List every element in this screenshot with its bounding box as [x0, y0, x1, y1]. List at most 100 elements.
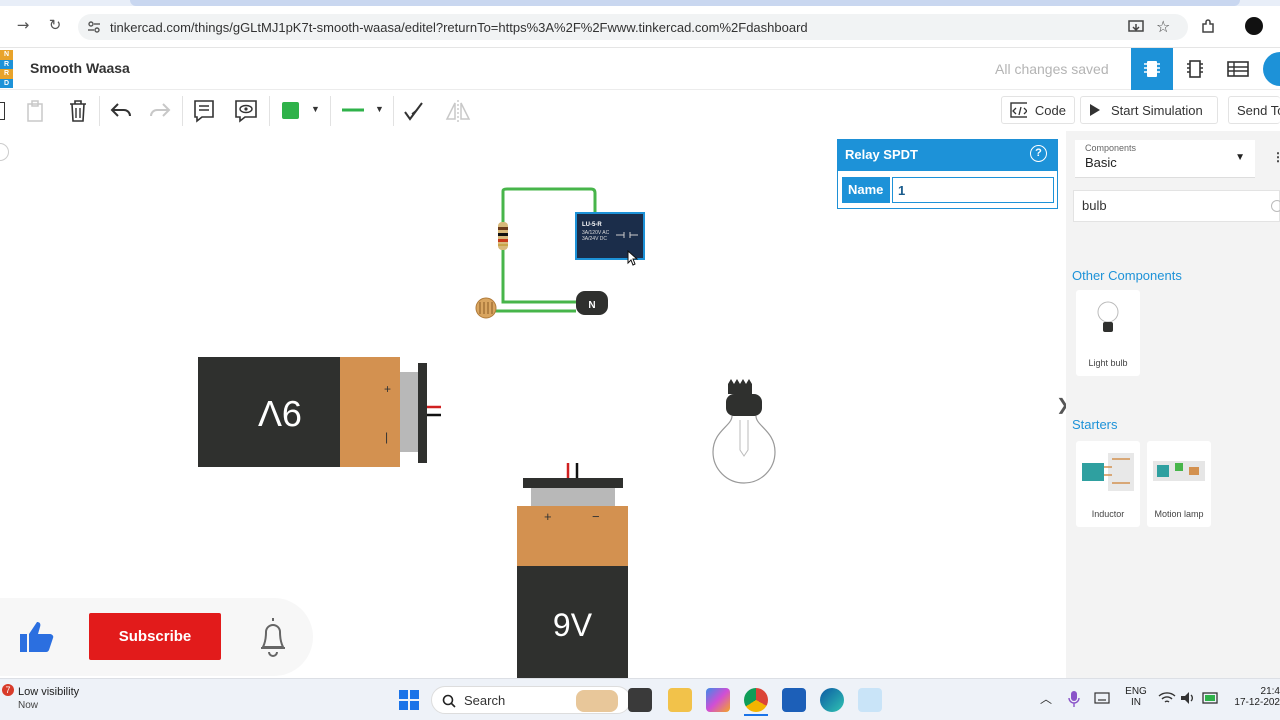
keyboard-icon[interactable] — [1094, 692, 1110, 704]
relay-model-text: LU-5-R — [582, 222, 602, 228]
bookmark-star-icon[interactable]: ☆ — [1156, 17, 1171, 36]
taskbar-search[interactable]: Search — [431, 686, 631, 714]
snipping-tool-icon[interactable] — [858, 688, 882, 712]
panel-menu-icon[interactable]: ⋮ — [1272, 150, 1280, 164]
tray-chevron-up-icon[interactable]: ︿ — [1040, 692, 1053, 706]
reload-icon[interactable]: ↻ — [48, 16, 62, 34]
wire-type-icon[interactable] — [341, 106, 365, 114]
chevron-down-icon[interactable]: ▼ — [375, 104, 384, 114]
language-code: ENG — [1125, 686, 1147, 697]
battery-leads — [566, 463, 579, 479]
terminal-icon[interactable] — [628, 688, 652, 712]
design-title[interactable]: Smooth Waasa — [30, 60, 130, 76]
components-dropdown[interactable]: Components Basic ▼ — [1075, 140, 1255, 178]
starter-card-label: Motion lamp — [1154, 509, 1204, 519]
address-bar[interactable]: tinkercad.com/things/gGLtMJ1pK7t-smooth-… — [78, 14, 1188, 40]
language-indicator[interactable]: ENG IN — [1124, 686, 1148, 708]
starter-card-motion-lamp[interactable]: Motion lamp — [1147, 441, 1211, 527]
start-simulation-label: Start Simulation — [1111, 102, 1203, 118]
wire-color-swatch[interactable] — [282, 102, 299, 119]
photoresistor[interactable] — [475, 297, 497, 319]
circuit-view-button[interactable] — [1131, 48, 1173, 90]
site-settings-icon[interactable] — [87, 20, 101, 34]
edge-icon[interactable] — [820, 688, 844, 712]
component-name-input[interactable] — [892, 177, 1054, 203]
search-icon — [442, 694, 456, 708]
plus-terminal-label: + — [384, 382, 392, 396]
install-app-icon[interactable] — [1128, 19, 1144, 35]
volume-icon[interactable] — [1180, 691, 1196, 705]
starter-card-inductor[interactable]: Inductor — [1076, 441, 1140, 527]
logo-letter: R — [0, 69, 13, 79]
battery-9v-left[interactable]: 9V + | — [198, 357, 441, 467]
send-to-label: Send To — [1237, 102, 1280, 118]
tinkercad-logo[interactable]: N R R D — [0, 50, 13, 88]
browser-active-tab[interactable] — [130, 0, 1240, 6]
starters-heading: Starters — [1072, 417, 1118, 432]
inspector-title: Relay SPDT — [845, 147, 918, 162]
schematic-icon — [1187, 60, 1203, 78]
component-list-button[interactable] — [1217, 48, 1259, 90]
redo-icon[interactable] — [149, 101, 171, 119]
component-card-light-bulb[interactable]: Light bulb — [1076, 290, 1140, 376]
clock-time: 21:4 — [1260, 686, 1280, 697]
flip-icon[interactable] — [445, 99, 471, 123]
schematic-view-button[interactable] — [1174, 48, 1216, 90]
component-inspector: Relay SPDT ? Name — [837, 139, 1058, 209]
like-thumb-icon[interactable] — [18, 620, 56, 654]
component-search-input[interactable] — [1082, 198, 1262, 213]
relay-symbol-icon — [616, 232, 638, 238]
plus-terminal-label: + — [544, 509, 552, 524]
chevron-down-icon[interactable]: ▼ — [311, 104, 320, 114]
subscribe-button[interactable]: Subscribe — [89, 613, 221, 660]
search-highlight-image — [576, 690, 618, 712]
windows-start-icon[interactable] — [398, 689, 420, 711]
file-explorer-icon[interactable] — [668, 688, 692, 712]
relay-circuit: N — [475, 187, 608, 319]
copilot-icon[interactable] — [706, 688, 730, 712]
code-button[interactable]: Code — [1001, 96, 1075, 124]
notes-icon[interactable] — [193, 99, 215, 123]
send-to-button[interactable]: Send To — [1228, 96, 1280, 124]
npn-transistor[interactable]: N — [576, 291, 608, 315]
wire[interactable] — [501, 187, 597, 213]
toolbar-divider — [269, 96, 270, 126]
components-dropdown-label: Components — [1085, 143, 1137, 153]
code-icon — [1010, 102, 1027, 118]
minus-terminal-label: | — [385, 430, 389, 444]
light-bulb[interactable] — [710, 376, 778, 488]
profile-avatar[interactable] — [1245, 17, 1263, 35]
undo-icon[interactable] — [110, 101, 132, 119]
battery-9v-bottom[interactable]: + − 9V — [517, 462, 628, 678]
copy-icon[interactable] — [0, 102, 5, 120]
start-simulation-button[interactable]: Start Simulation — [1080, 96, 1218, 124]
battery-voltage-label: 9V — [552, 607, 593, 643]
user-avatar[interactable] — [1263, 52, 1280, 86]
extensions-icon[interactable] — [1200, 19, 1216, 35]
clock[interactable]: 21:4 17-12-202 — [1230, 686, 1280, 708]
code-label: Code — [1034, 102, 1066, 118]
delete-icon[interactable] — [67, 99, 89, 123]
relay-spdt[interactable]: LU-5-R 3A/120V AC 3A/24V DC — [575, 212, 645, 260]
store-icon[interactable] — [782, 688, 806, 712]
inspector-header: Relay SPDT ? — [838, 140, 1057, 171]
weather-subtitle: Now — [18, 700, 39, 711]
chrome-icon[interactable] — [744, 688, 768, 712]
rotate-icon[interactable] — [403, 100, 425, 122]
wire[interactable] — [501, 191, 578, 304]
logo-letter: D — [0, 78, 13, 88]
paste-icon[interactable] — [25, 100, 45, 122]
chevron-down-icon: ▼ — [1235, 152, 1245, 163]
battery-status-icon[interactable] — [1202, 692, 1220, 704]
play-icon — [1090, 104, 1100, 116]
microphone-icon[interactable] — [1067, 690, 1081, 708]
help-icon[interactable]: ? — [1030, 145, 1047, 162]
clear-search-icon[interactable] — [1271, 200, 1280, 212]
weather-title[interactable]: Low visibility — [18, 686, 80, 698]
wifi-icon[interactable] — [1158, 691, 1176, 705]
bell-icon[interactable] — [256, 615, 290, 659]
resistor[interactable] — [498, 222, 508, 250]
component-search[interactable] — [1073, 190, 1280, 222]
forward-icon[interactable]: → — [16, 16, 30, 34]
notes-visibility-icon[interactable] — [234, 99, 258, 123]
